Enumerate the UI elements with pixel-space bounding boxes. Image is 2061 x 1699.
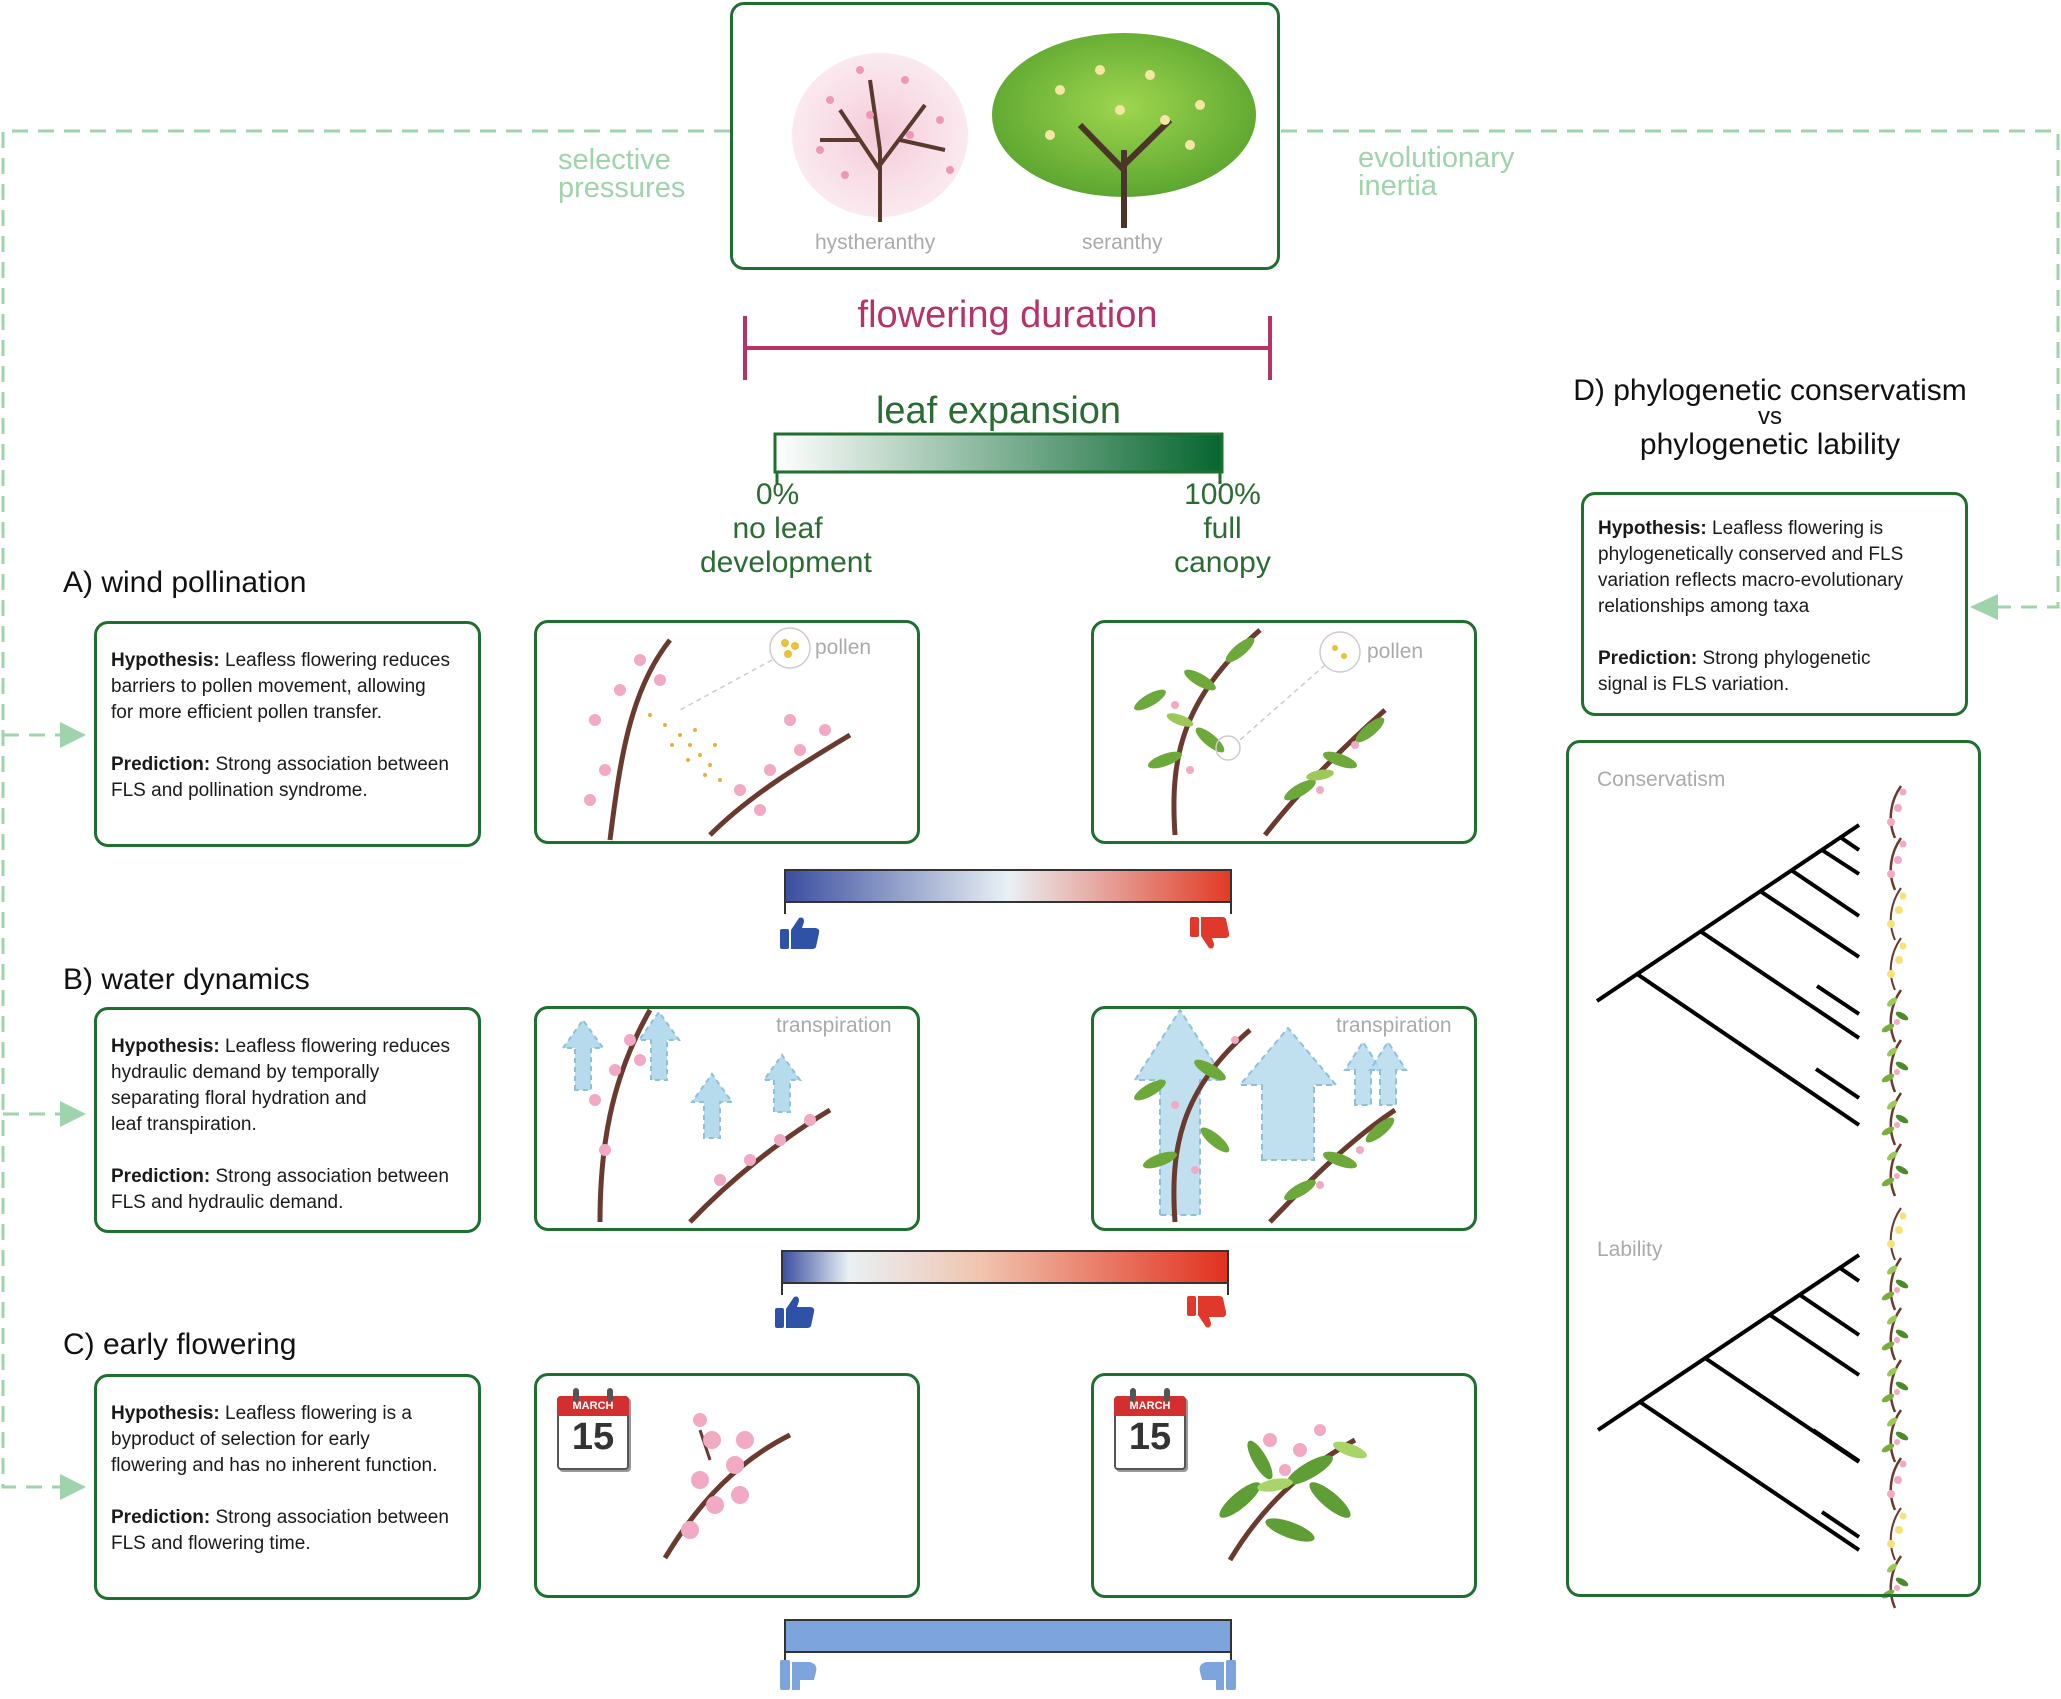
pollen-label: pollen (1367, 640, 1424, 663)
panel-b-gradient-bar (781, 1250, 1229, 1284)
section-d-title: D) phylogenetic conservatism vs phylogen… (1573, 374, 1967, 461)
section-b-title: B) water dynamics (63, 963, 310, 996)
lability-label: Lability (1597, 1238, 1663, 1261)
thumbs-down-icon (1190, 917, 1230, 949)
panel-c-right-illustration (1219, 1424, 1368, 1562)
selective-pressure-connector (1, 129, 2060, 1489)
selective-pressures-label: selective pressures (558, 144, 686, 204)
calendar-icon: MARCH 15 (1114, 1388, 1186, 1470)
conservatism-phylogeny (1595, 823, 1861, 1127)
section-a-right-panel (1091, 620, 1477, 844)
conservatism-label: Conservatism (1597, 768, 1726, 791)
connector-arrowheads (60, 594, 1998, 1500)
section-c-right-panel (1091, 1373, 1477, 1598)
flowering-duration-bracket (743, 316, 1272, 380)
evolutionary-inertia-label: evolutionary inertia (1358, 142, 1515, 202)
thumbs-down-icon (1187, 1296, 1227, 1328)
panel-a-right-illustration (1134, 628, 1387, 837)
leaf-expansion-max-label: 100% full canopy (1174, 478, 1271, 579)
section-a-title: A) wind pollination (63, 566, 307, 599)
panel-c-neutral-bar (784, 1619, 1232, 1653)
panel-b-left-illustration (561, 1008, 832, 1224)
section-c-left-panel (534, 1373, 920, 1598)
calendar-icon: MARCH 15 (557, 1388, 629, 1470)
lability-phylogeny (1596, 1253, 1861, 1552)
transpiration-label: transpiration (776, 1014, 892, 1037)
section-b-right-panel (1091, 1006, 1477, 1231)
flowering-duration-label: flowering duration (857, 294, 1158, 336)
seranthy-tree-illustration (992, 33, 1256, 228)
panel-a-gradient-bar (784, 869, 1232, 903)
panel-c-left-illustration (662, 1413, 792, 1560)
leaf-expansion-min-label: 0% no leaf development (700, 478, 872, 579)
leaf-expansion-gradient (773, 432, 1224, 474)
leaf-expansion-title: leaf expansion (875, 390, 1122, 432)
pollen-label: pollen (815, 636, 872, 659)
phylogeny-panel (1566, 740, 1981, 1597)
fls-tree-panel (730, 2, 1280, 270)
seranthy-label: seranthy (1082, 231, 1163, 254)
section-a-left-panel (534, 620, 920, 844)
section-b-left-panel (534, 1006, 920, 1231)
neutral-thumb-icon (1199, 1660, 1236, 1690)
hystheranthy-tree-illustration (792, 53, 968, 222)
panel-a-left-illustration (584, 627, 852, 841)
hystheranthy-label: hystheranthy (815, 231, 936, 254)
neutral-thumb-icon (780, 1660, 817, 1690)
thumbs-up-icon (780, 917, 820, 949)
transpiration-label: transpiration (1336, 1014, 1452, 1037)
section-c-title: C) early flowering (63, 1328, 297, 1361)
thumbs-up-icon (775, 1296, 815, 1328)
panel-b-right-illustration (1133, 1008, 1408, 1224)
